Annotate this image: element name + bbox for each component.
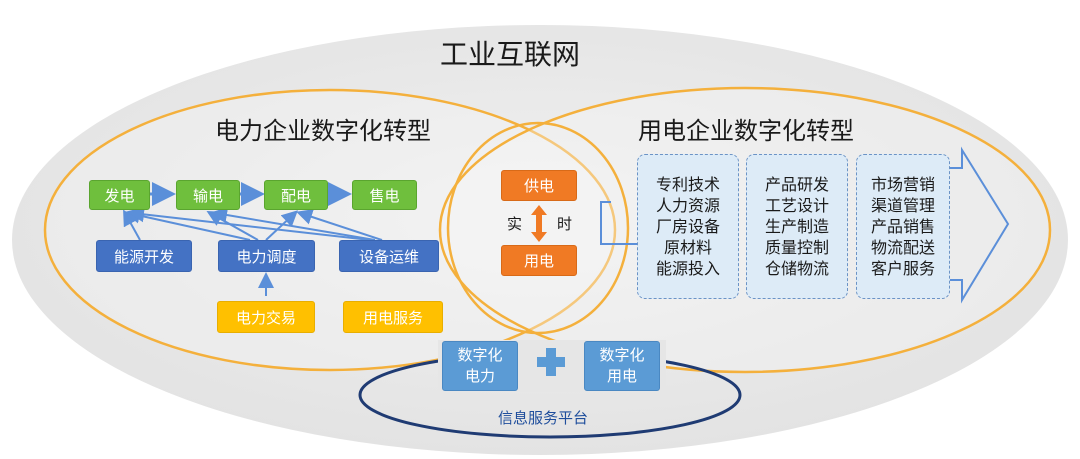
- column-item: 物流配送: [870, 238, 935, 257]
- support-box-energy-development: 能源开发: [96, 240, 192, 272]
- chain-box-generation: 发电: [89, 180, 150, 210]
- chain-box-distribution: 配电: [264, 180, 328, 210]
- digital-power-line2: 电力: [464, 367, 495, 385]
- support-arrows: [123, 206, 383, 296]
- plus-icon: [537, 348, 565, 376]
- bottom-box-electricity-service: 用电服务: [343, 301, 443, 333]
- digital-usage-line1: 数字化: [599, 346, 645, 364]
- realtime-ellipse: [446, 121, 630, 335]
- resource-column: 专利技术 人力资源 厂房设备 原材料 能源投入: [637, 154, 739, 299]
- column-item: 质量控制: [764, 238, 829, 257]
- chain-box-sales: 售电: [352, 180, 417, 210]
- column-item: 工艺设计: [764, 196, 829, 215]
- column-item: 厂房设备: [655, 217, 720, 236]
- column-item: 人力资源: [655, 196, 720, 215]
- column-item: 产品研发: [764, 175, 829, 194]
- page-title: 工业互联网: [440, 38, 581, 71]
- market-column: 市场营销 渠道管理 产品销售 物流配送 客户服务: [856, 154, 950, 299]
- column-item: 生产制造: [764, 217, 829, 236]
- column-item: 能源投入: [655, 259, 720, 278]
- column-item: 仓储物流: [764, 259, 829, 278]
- column-item: 市场营销: [870, 175, 935, 194]
- support-box-equipment-maintenance: 设备运维: [339, 240, 439, 272]
- digital-power-line1: 数字化: [457, 346, 503, 364]
- realtime-right-label: 时: [557, 215, 573, 233]
- column-item: 客户服务: [870, 259, 935, 278]
- use-box: 用电: [501, 245, 577, 276]
- left-section-title: 电力企业数字化转型: [215, 117, 431, 145]
- bottom-box-power-trading: 电力交易: [217, 301, 315, 333]
- realtime-left-label: 实: [507, 215, 523, 233]
- bidirectional-arrow-icon: [531, 205, 547, 242]
- column-item: 专利技术: [655, 175, 720, 194]
- column-item: 产品销售: [870, 217, 935, 236]
- support-box-power-dispatch: 电力调度: [218, 240, 315, 272]
- digital-usage-box: 数字化 用电: [584, 341, 660, 391]
- column-item: 渠道管理: [870, 196, 935, 215]
- platform-label: 信息服务平台: [498, 409, 589, 427]
- digital-usage-line2: 用电: [606, 367, 637, 385]
- bracket-connector: [600, 201, 640, 245]
- supply-box: 供电: [501, 170, 577, 201]
- chain-box-transmission: 输电: [176, 180, 240, 210]
- column-item: 原材料: [663, 238, 712, 257]
- right-section-title: 用电企业数字化转型: [638, 117, 854, 145]
- digital-power-box: 数字化 电力: [442, 341, 518, 391]
- production-column: 产品研发 工艺设计 生产制造 质量控制 仓储物流: [746, 154, 848, 299]
- chevron-arrow-icon: [942, 146, 1010, 304]
